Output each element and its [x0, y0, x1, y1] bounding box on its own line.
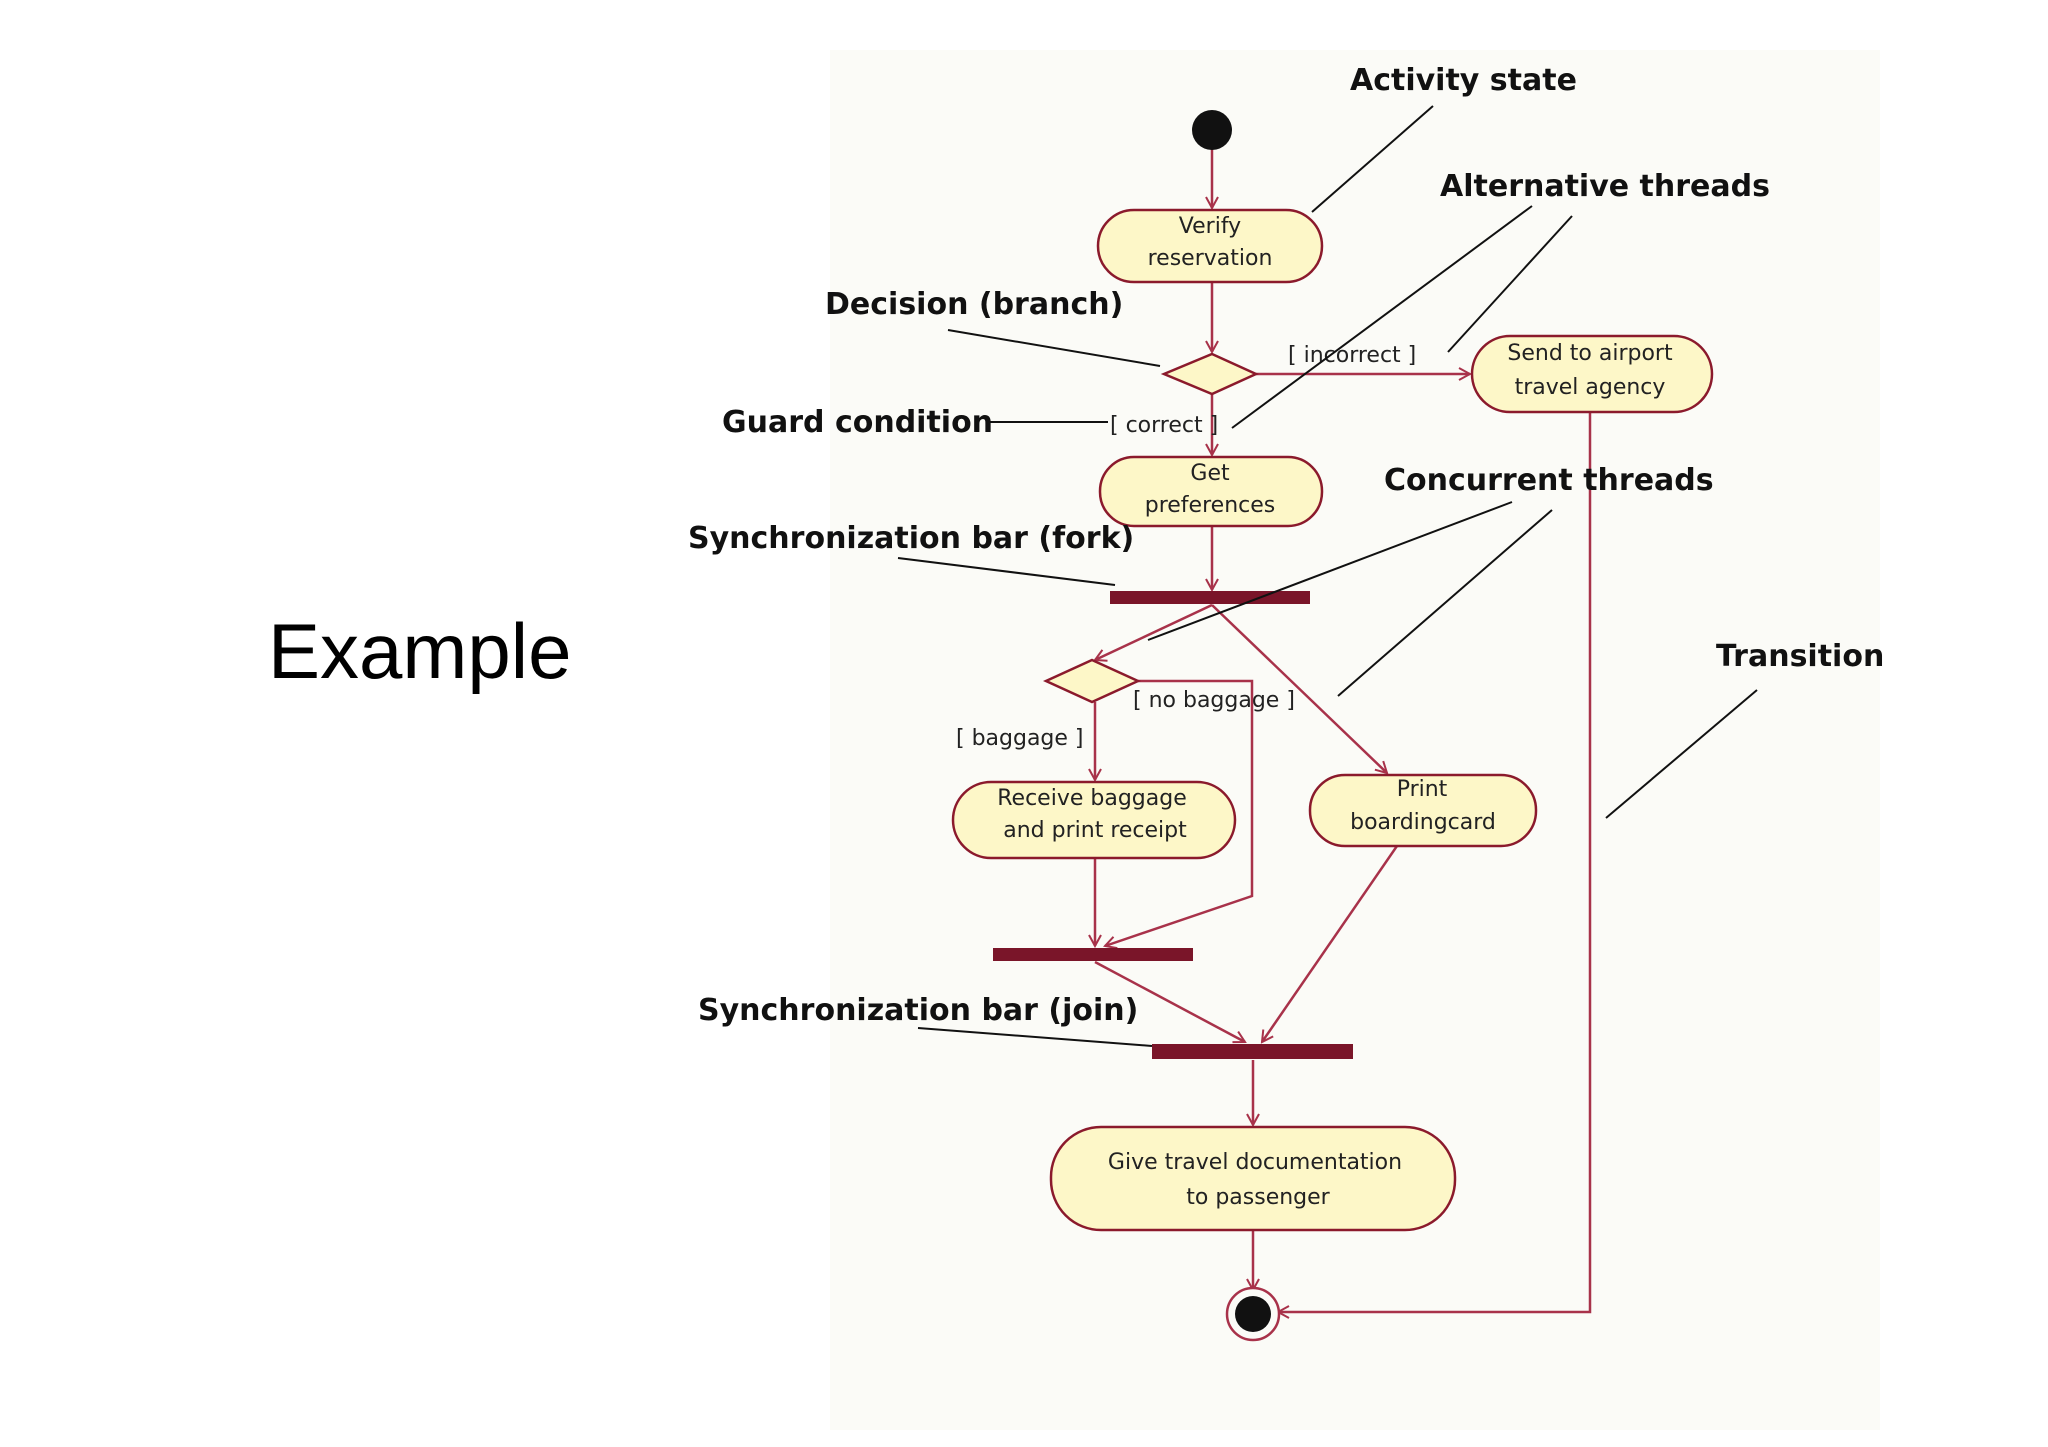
activity-give-travel-documentation: Give travel documentation to passenger [1049, 1125, 1457, 1232]
node-line: Get [1190, 461, 1230, 486]
decision-reservation [1160, 352, 1260, 396]
node-line: travel agency [1515, 375, 1666, 400]
transition-fork-to-print [1211, 604, 1387, 773]
node-line: and print receipt [1003, 818, 1187, 843]
node-line: Verify [1179, 214, 1241, 239]
node-line: Print [1397, 777, 1448, 802]
node-line: preferences [1145, 493, 1275, 518]
guard-incorrect: [ incorrect ] [1288, 343, 1416, 368]
activity-send-to-airport: Send to airport travel agency [1470, 334, 1714, 414]
leader-join [917, 1027, 1153, 1047]
join-bar [1152, 1044, 1353, 1059]
fork-bar [1110, 591, 1310, 604]
callout-transition: Transition [1716, 639, 1884, 674]
guard-correct: [ correct ] [1110, 413, 1218, 438]
node-line: reservation [1148, 246, 1273, 271]
activity-print-boarding-card: Print boardingcard [1308, 773, 1538, 848]
final-state [1225, 1286, 1281, 1342]
guard-baggage: [ baggage ] [956, 726, 1084, 751]
node-line: to passenger [1186, 1185, 1330, 1210]
transitions [1094, 148, 1592, 1312]
activity-verify-reservation: Verify reservation [1096, 208, 1324, 284]
initial-state [1192, 110, 1232, 150]
activity-receive-baggage: Receive baggage and print receipt [951, 780, 1237, 860]
leader-alternative-threads-2 [1447, 215, 1573, 353]
node-line: boardingcard [1350, 810, 1496, 835]
node-line: Send to airport [1507, 341, 1673, 366]
slide-title: Example [268, 607, 572, 695]
leader-activity-state [1311, 105, 1434, 213]
guard-no-baggage: [ no baggage ] [1133, 688, 1295, 713]
leader-decision [947, 329, 1161, 367]
callout-activity-state: Activity state [1350, 63, 1577, 98]
transition-agency-to-end [1278, 412, 1592, 1312]
callout-alternative-threads: Alternative threads [1440, 169, 1770, 204]
callout-guard-condition: Guard condition [722, 405, 993, 440]
transition-no-baggage [1105, 679, 1254, 946]
node-line: Give travel documentation [1108, 1150, 1402, 1175]
leader-concurrent-threads-1 [1147, 501, 1513, 641]
callout-fork: Synchronization bar (fork) [688, 521, 1134, 556]
activity-get-preferences: Get preferences [1098, 455, 1324, 528]
leader-fork [897, 557, 1116, 586]
leader-concurrent-threads-2 [1337, 509, 1553, 697]
leader-alternative-threads-1 [1231, 205, 1533, 429]
callout-decision: Decision (branch) [825, 287, 1123, 322]
leader-transition [1605, 689, 1758, 819]
join-bar-inner [993, 948, 1193, 961]
node-line: Receive baggage [997, 786, 1186, 811]
callout-join: Synchronization bar (join) [698, 993, 1138, 1028]
transition-join1-to-join2 [1094, 960, 1245, 1042]
transition-print-to-join2 [1262, 845, 1399, 1042]
callout-lines [897, 105, 1758, 1047]
transition-fork-to-baggage-decision [1095, 603, 1213, 660]
callout-concurrent-threads: Concurrent threads [1384, 463, 1714, 498]
decision-baggage [1042, 658, 1142, 704]
